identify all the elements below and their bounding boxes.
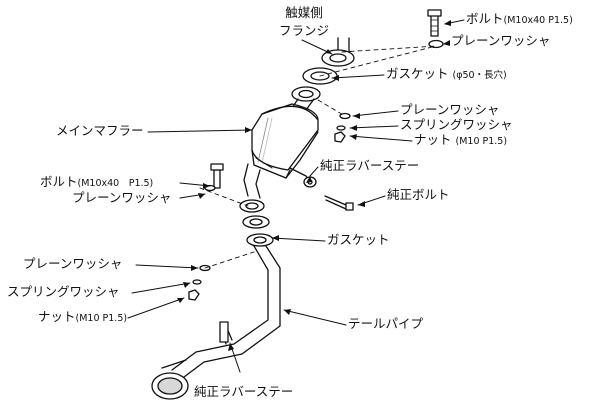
label-bolt-top: ボルト(M10x40 P1.5)	[466, 11, 573, 26]
label-genuine-bolt: 純正ボルト	[387, 187, 450, 202]
label-nut-low: ナット(M10 P1.5)	[38, 309, 128, 324]
label-nut-low-spec: (M10 P1.5)	[75, 313, 128, 324]
tail-pipe	[171, 245, 281, 381]
label-plain-washer-left: プレーンワッシャ	[72, 190, 172, 205]
label-nut-mid-spec: (M10 P1.5)	[455, 136, 508, 147]
label-bolt-top-spec: (M10x40 P1.5)	[503, 15, 573, 26]
genuine-bolt	[324, 195, 354, 211]
label-plain-washer-mid: プレーンワッシャ	[400, 102, 500, 117]
bolt-left	[210, 163, 224, 189]
arrowheads	[177, 20, 451, 351]
label-nut-low-name: ナット	[38, 309, 76, 324]
leader-lines	[127, 19, 465, 373]
tail-pipe-flange	[246, 233, 274, 247]
label-nut-mid: ナット (M10 P1.5)	[414, 132, 508, 147]
label-tail-pipe: テールパイプ	[348, 316, 424, 331]
label-gasket-top-spec: (φ50・長穴)	[452, 70, 507, 81]
label-genuine-rubber-stay-lower: 純正ラバーステー	[194, 384, 294, 399]
label-genuine-rubber-stay-upper: 純正ラバーステー	[320, 158, 420, 173]
label-gasket-mid: ガスケット	[327, 232, 390, 247]
label-plain-washer-top: プレーンワッシャ	[451, 33, 551, 48]
spring-washer-low	[192, 279, 202, 285]
label-gasket-top: ガスケット (φ50・長穴)	[386, 66, 507, 81]
nut-low	[188, 289, 200, 301]
label-main-muffler: メインマフラー	[56, 123, 144, 138]
label-bolt-left: ボルト(M10x40 P1.5)	[40, 174, 154, 189]
washer-mid	[339, 112, 351, 120]
spring-washer-mid	[336, 125, 346, 131]
main-muffler	[251, 103, 319, 179]
label-catalyst-flange: 触媒側 フランジ	[278, 5, 330, 39]
label-spring-washer-mid: スプリングワッシャ	[400, 117, 513, 132]
rubber-stay-lower	[219, 321, 229, 343]
catalyst-flange	[321, 37, 355, 67]
label-gasket-top-name: ガスケット	[386, 66, 449, 81]
tail-tip	[151, 359, 189, 400]
mid-gasket	[242, 215, 270, 229]
muffler-inlet-flange	[291, 86, 321, 111]
label-nut-mid-name: ナット	[414, 132, 452, 147]
label-bolt-left-spec: (M10x40 P1.5)	[77, 178, 154, 189]
label-bolt-left-name: ボルト	[40, 174, 78, 189]
label-plain-washer-low: プレーンワッシャ	[23, 256, 123, 271]
mid-pipe	[243, 163, 261, 199]
label-bolt-top-name: ボルト	[466, 11, 504, 26]
mid-flange	[239, 199, 265, 213]
nut-mid	[334, 131, 346, 143]
alignment-lines	[199, 45, 437, 269]
bolt-top	[427, 9, 442, 37]
label-spring-washer-low: スプリングワッシャ	[7, 284, 120, 299]
